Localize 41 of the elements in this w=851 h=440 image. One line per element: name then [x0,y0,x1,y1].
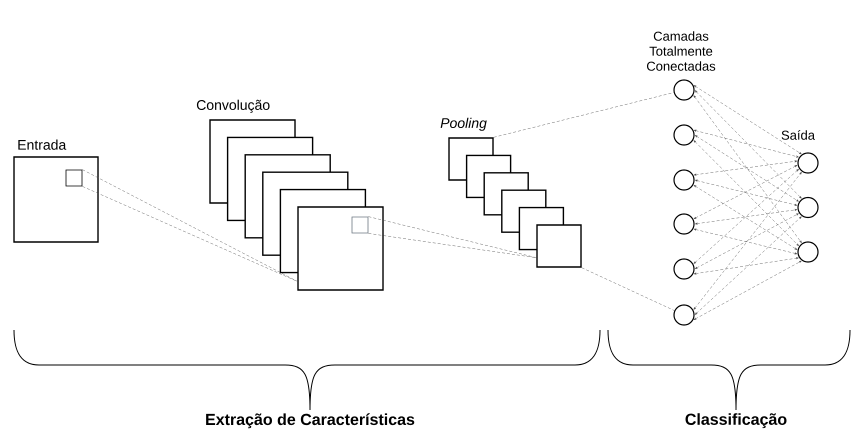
connection-line [694,140,799,246]
connection-line [694,95,802,244]
layer-heading: Pooling [440,118,487,131]
connection-line [694,216,802,315]
layer-heading: Camadas Totalmente Conectadas [646,31,716,71]
connection-line [694,257,799,275]
connection-line [494,92,674,138]
connection-line [694,180,798,206]
layer-heading: Convolução [196,100,270,113]
connection-line [368,233,538,258]
connection-line [694,135,799,202]
layer-heading: Entrada [18,140,66,150]
neuron-circle [673,304,695,326]
connection-line [694,90,802,199]
connection-line [694,168,799,264]
connection-line [694,165,798,219]
pooling-square [536,224,582,268]
section-label: Classificação [686,413,786,428]
connection-line [694,85,802,154]
feature-map-square [297,206,384,291]
layer-heading: Saída [782,130,815,140]
connection-line [694,260,802,320]
connection-line [694,213,799,269]
connection-line [694,160,798,176]
connection-line [582,268,675,311]
kernel-square [66,170,82,186]
neuron-circle [673,213,695,235]
connection-line [694,185,798,250]
connection-line [694,172,802,310]
neuron-circle [673,169,695,191]
neuron-circle [797,241,819,263]
connection-line [694,130,799,158]
neuron-circle [673,258,695,280]
connection-line [694,208,798,225]
neuron-circle [673,124,695,146]
connection-line [368,216,538,258]
section-label: Extração de Características [206,413,414,428]
connection-line [82,186,298,282]
kernel-square [352,216,368,234]
neuron-circle [797,196,819,218]
connection-line [694,228,798,254]
